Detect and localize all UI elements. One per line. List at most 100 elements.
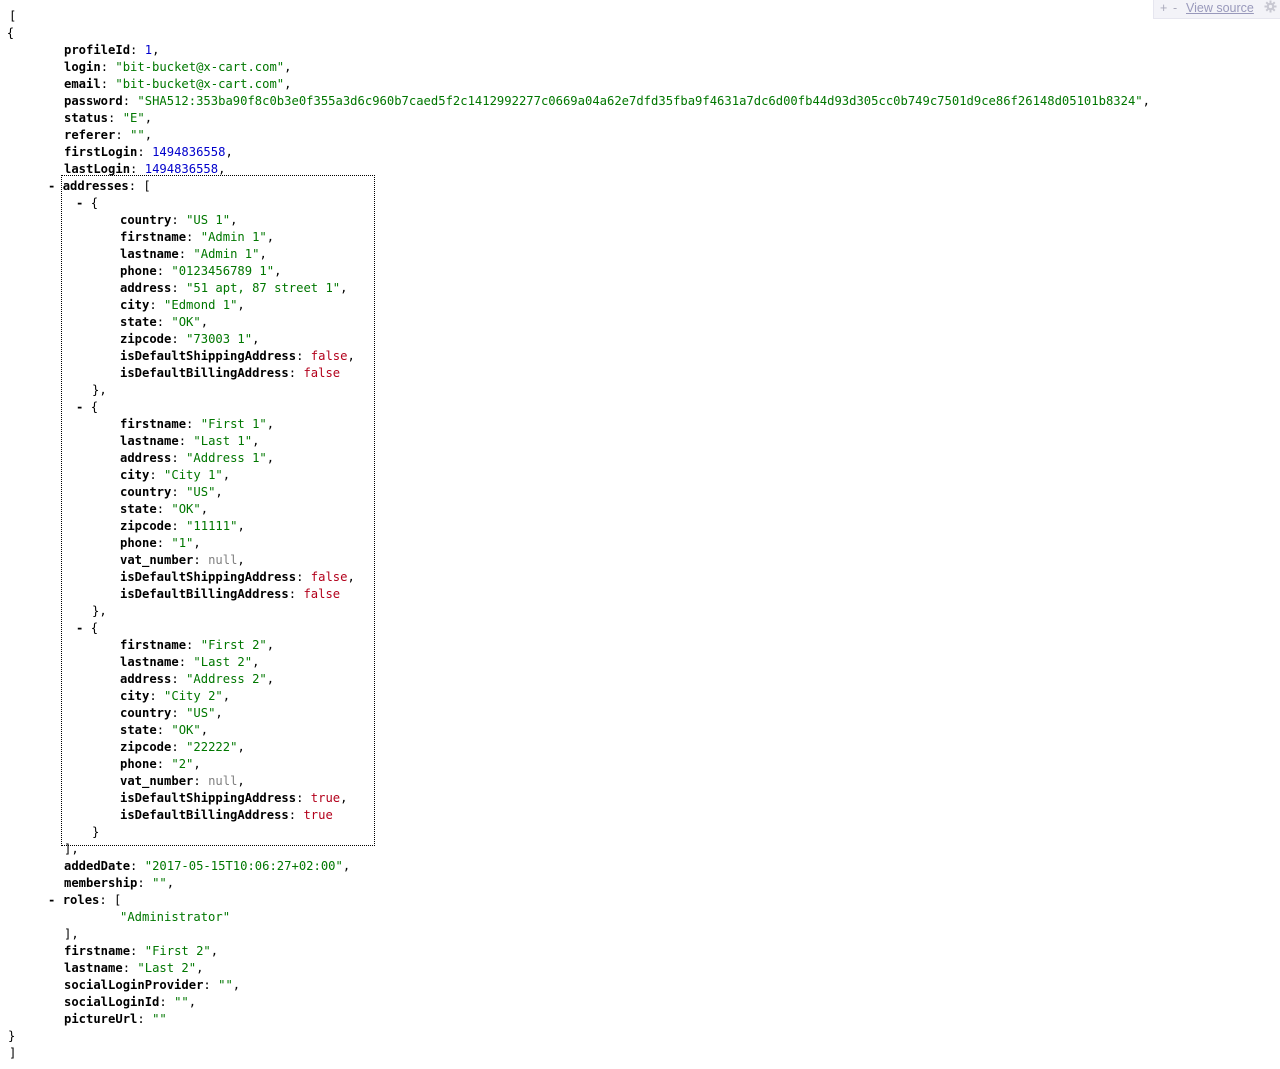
punctuation: : (159, 995, 175, 1009)
punctuation: , (215, 706, 223, 720)
string-value: "bit-bucket@x-cart.com" (115, 77, 285, 91)
punctuation: : (203, 978, 219, 992)
json-property: isDefaultBillingAddress: false (120, 365, 340, 382)
json-property: profileId: 1, (64, 42, 159, 59)
boolean-value: true (303, 808, 333, 822)
punctuation: { (90, 621, 99, 635)
punctuation: : (296, 791, 311, 805)
string-value: "OK" (171, 502, 201, 516)
punctuation: , (230, 213, 238, 227)
boolean-value: false (303, 587, 341, 601)
json-property: isDefaultShippingAddress: true, (120, 790, 348, 807)
punctuation: : (171, 281, 187, 295)
punctuation: , (284, 60, 292, 74)
json-property: lastname: "Last 2", (120, 654, 259, 671)
number-value: 1 (144, 43, 153, 57)
json-key: country (120, 485, 172, 499)
json-key: status (64, 111, 109, 125)
punctuation: : (171, 451, 187, 465)
json-key: lastLogin (64, 162, 131, 176)
punctuation: : (171, 519, 187, 533)
json-key: vat_number (120, 553, 194, 567)
string-value: "US 1" (186, 213, 231, 227)
string-value: "" (218, 978, 233, 992)
string-value: "First 2" (144, 944, 211, 958)
json-property: referer: "", (64, 127, 152, 144)
string-value: "Administrator" (120, 910, 231, 924)
json-property: pictureUrl: "" (64, 1011, 167, 1028)
punctuation: , (252, 655, 260, 669)
punctuation: { (90, 400, 99, 414)
punctuation: , (340, 791, 348, 805)
json-key: state (120, 723, 157, 737)
punctuation: , (237, 740, 245, 754)
punctuation: , (188, 995, 197, 1009)
string-value: "Admin 1" (200, 230, 267, 244)
punctuation: : (186, 230, 201, 244)
json-key: addresses (62, 179, 129, 193)
json-key: isDefaultBillingAddress (120, 587, 289, 601)
json-property: socialLoginProvider: "", (64, 977, 240, 994)
json-property: firstname: "First 2", (120, 637, 274, 654)
json-key: zipcode (120, 519, 172, 533)
json-key: city (120, 468, 150, 482)
string-value: "US" (186, 485, 216, 499)
punctuation: , (266, 230, 275, 244)
json-property: "Administrator" (120, 909, 230, 926)
boolean-value: false (303, 366, 341, 380)
punctuation: , (218, 162, 226, 176)
punctuation: : (171, 740, 187, 754)
json-key: lastname (120, 655, 179, 669)
json-key: zipcode (120, 332, 172, 346)
punctuation: : (178, 655, 194, 669)
punctuation: : (193, 553, 209, 567)
object-open: - { (0, 25, 14, 42)
punctuation: , (284, 77, 292, 91)
json-property: lastname: "Last 2", (64, 960, 203, 977)
json-property: zipcode: "22222", (120, 739, 245, 756)
collapse-toggle[interactable]: - (0, 26, 7, 40)
json-key: referer (64, 128, 116, 142)
punctuation: , (237, 519, 245, 533)
punctuation: : (296, 570, 311, 584)
string-value: "OK" (171, 315, 201, 329)
punctuation: , (200, 502, 209, 516)
json-key: lastname (64, 961, 123, 975)
json-key: phone (120, 757, 157, 771)
collapse-toggle[interactable]: - (76, 621, 91, 635)
collapse-toggle[interactable]: - (48, 893, 63, 907)
string-value: "City 1" (164, 468, 223, 482)
string-value: "" (130, 128, 145, 142)
string-value: "US" (186, 706, 216, 720)
punctuation: , (266, 451, 275, 465)
json-key: city (120, 689, 150, 703)
punctuation: , (144, 128, 153, 142)
punctuation: : (156, 315, 172, 329)
array-close: ], (64, 926, 79, 943)
json-property: phone: "1", (120, 535, 201, 552)
string-value: "Last 1" (193, 434, 253, 448)
json-key: isDefaultShippingAddress (120, 570, 297, 584)
string-value: "Last 2" (193, 655, 253, 669)
collapse-toggle[interactable]: - (76, 400, 91, 414)
string-value: "" (174, 995, 189, 1009)
json-property: firstLogin: 1494836558, (64, 144, 233, 161)
string-value: "Address 1" (186, 451, 267, 465)
punctuation: , (152, 43, 160, 57)
punctuation: : (171, 213, 187, 227)
collapse-toggle[interactable]: - (76, 196, 91, 210)
view-source-link[interactable]: View source (1186, 1, 1254, 15)
punctuation: [ (9, 9, 17, 23)
json-key: email (64, 77, 101, 91)
boolean-value: true (310, 791, 341, 805)
gear-icon[interactable] (1264, 0, 1277, 17)
json-property: city: "City 1", (120, 467, 230, 484)
collapse-toggle[interactable]: - (48, 179, 63, 193)
punctuation: , (222, 468, 231, 482)
collapse-all-button[interactable]: - (1173, 1, 1178, 15)
json-property: isDefaultBillingAddress: true (120, 807, 333, 824)
punctuation: , (200, 723, 209, 737)
json-property: city: "Edmond 1", (120, 297, 245, 314)
expand-all-button[interactable]: + (1160, 1, 1168, 15)
punctuation: ], (64, 927, 79, 941)
